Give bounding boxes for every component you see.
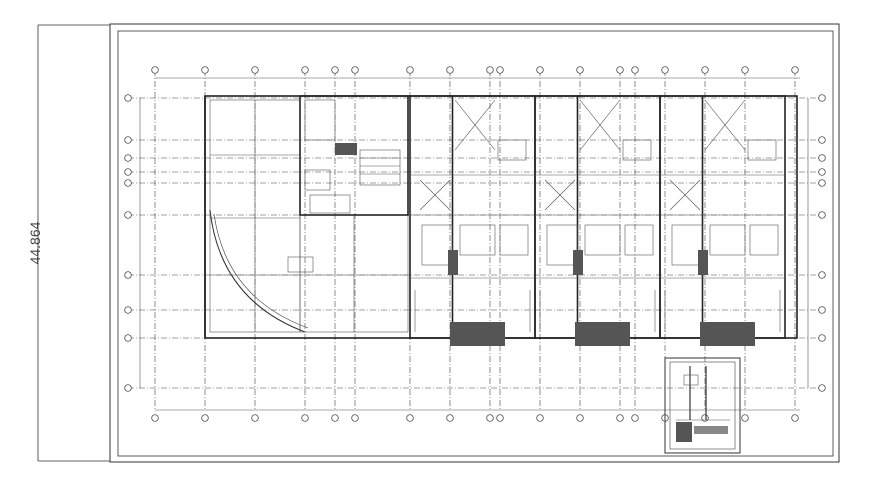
section-detail-box xyxy=(664,357,741,454)
grid-bubble xyxy=(301,66,309,74)
grid-bubble xyxy=(616,414,624,422)
apartment-units xyxy=(409,95,786,346)
grid-bubble xyxy=(631,66,639,74)
grid-bubble xyxy=(791,66,799,74)
grid-bubble xyxy=(818,334,826,342)
grid-bubble xyxy=(446,66,454,74)
grid-bubble xyxy=(331,414,339,422)
grid-bubble xyxy=(818,271,826,279)
balcony-hatch xyxy=(575,322,630,346)
grid-bubble xyxy=(406,414,414,422)
grid-bubble xyxy=(406,66,414,74)
apartment-block xyxy=(659,95,786,346)
apartment-block xyxy=(534,95,661,346)
grid-bubble xyxy=(616,66,624,74)
grid-bubble xyxy=(251,414,259,422)
wall-hatch xyxy=(573,250,583,275)
grid-bubble xyxy=(536,414,544,422)
grid-bubble xyxy=(496,66,504,74)
sheet-inner-frame xyxy=(117,30,834,457)
grid-bubble xyxy=(661,66,669,74)
grid-bubble xyxy=(124,136,132,144)
grid-bubble xyxy=(536,66,544,74)
grid-bubble xyxy=(818,384,826,392)
grid-bubble xyxy=(741,66,749,74)
grid-bubble xyxy=(124,168,132,176)
grid-bubble xyxy=(251,66,259,74)
grid-bubble xyxy=(201,66,209,74)
grid-bubble xyxy=(124,334,132,342)
grid-bubble xyxy=(351,414,359,422)
building-outline xyxy=(204,95,798,339)
grid-bubble xyxy=(818,179,826,187)
grid-bubble xyxy=(301,414,309,422)
grid-bubble xyxy=(124,154,132,162)
grid-bubble xyxy=(818,168,826,176)
balcony-hatch xyxy=(700,322,755,346)
grid-bubble xyxy=(124,94,132,102)
grid-bubble xyxy=(124,306,132,314)
grid-bubble xyxy=(331,66,339,74)
grid-bubble xyxy=(791,414,799,422)
grid-bubble xyxy=(201,414,209,422)
overall-dimension: 44.864 xyxy=(27,24,110,462)
wall-hatch xyxy=(448,250,458,275)
grid-bubble xyxy=(818,306,826,314)
grid-bubble xyxy=(124,179,132,187)
grid-bubble xyxy=(496,414,504,422)
overall-dimension-label: 44.864 xyxy=(27,221,43,264)
grid-bubble xyxy=(151,414,159,422)
grid-axes xyxy=(128,70,822,411)
grid-bubble xyxy=(576,66,584,74)
grid-bubbles xyxy=(124,66,826,422)
grid-bubble xyxy=(351,66,359,74)
core-area xyxy=(287,95,409,273)
grid-bubble xyxy=(446,414,454,422)
grid-bubble xyxy=(818,136,826,144)
grid-bubble xyxy=(701,414,709,422)
grid-bubble xyxy=(486,414,494,422)
grid-bubble xyxy=(631,414,639,422)
sheet-outer-frame xyxy=(109,23,840,463)
grid-bubble xyxy=(124,384,132,392)
grid-bubble xyxy=(741,414,749,422)
wall-hatch xyxy=(698,250,708,275)
balcony-hatch xyxy=(450,322,505,346)
apartment-block xyxy=(409,95,536,346)
grid-bubble xyxy=(701,66,709,74)
grid-bubble xyxy=(151,66,159,74)
grid-bubble xyxy=(818,154,826,162)
grid-bubble xyxy=(818,94,826,102)
grid-bubble xyxy=(486,66,494,74)
grid-bubble xyxy=(124,271,132,279)
grid-bubble xyxy=(818,211,826,219)
grid-bubble xyxy=(576,414,584,422)
grid-bubble xyxy=(124,211,132,219)
